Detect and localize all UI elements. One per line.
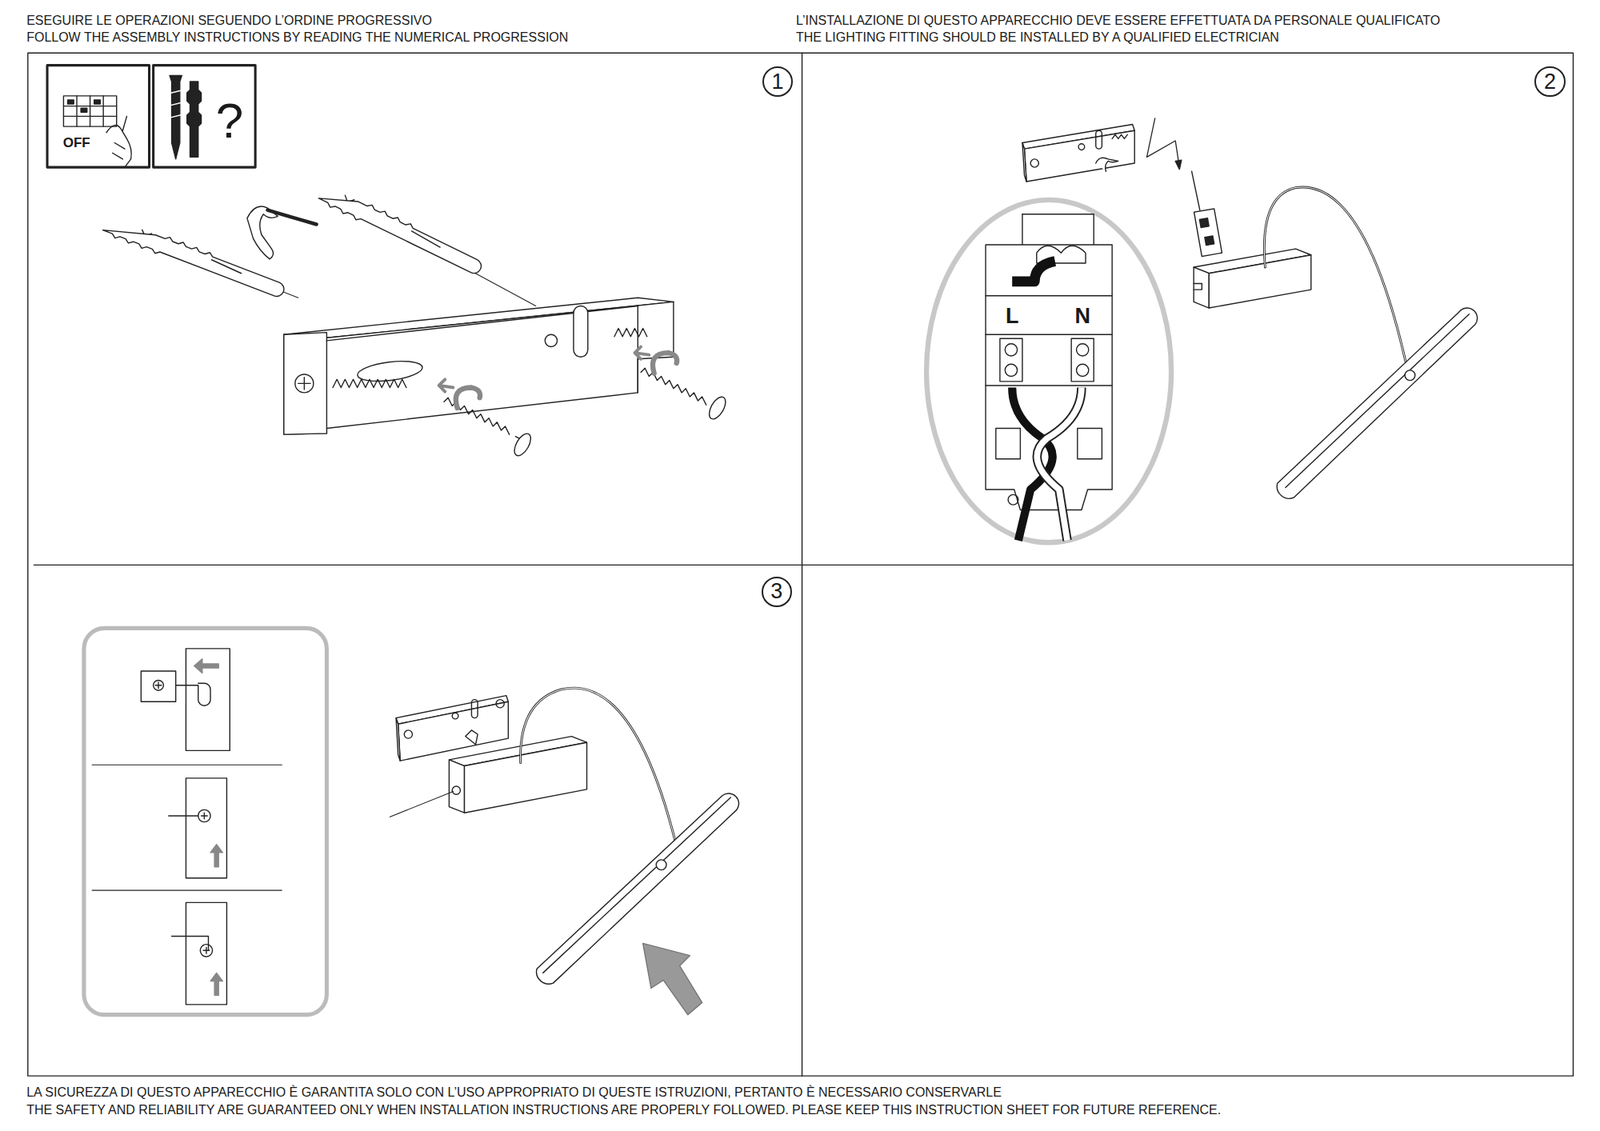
wall-bracket — [396, 696, 508, 762]
step-number: 1 — [771, 71, 784, 93]
step-number-circle: 1 — [762, 66, 793, 97]
wall-bracket — [284, 297, 674, 435]
step-number-circle: 3 — [761, 576, 792, 608]
keyhole-step — [172, 902, 228, 1005]
lamp-arm — [520, 688, 676, 843]
header-text: FOLLOW THE ASSEMBLY INSTRUCTIONS BY READ… — [26, 30, 568, 45]
header-text: THE LIGHTING FITTING SHOULD BE INSTALLED… — [796, 30, 1280, 45]
lamp-arm — [1264, 187, 1410, 382]
header-text: L’INSTALLAZIONE DI QUESTO APPARECCHIO DE… — [796, 13, 1440, 28]
terminal-block — [1192, 171, 1223, 256]
power-off-icon — [47, 65, 150, 168]
frame — [28, 52, 1574, 1076]
header-text: ESEGUIRE LE OPERAZIONI SEGUENDO L’ORDINE… — [26, 13, 432, 28]
footer-text: THE SAFETY AND RELIABILITY ARE GUARANTEE… — [26, 1103, 1221, 1118]
lamp-body — [1193, 248, 1312, 308]
wall-bracket — [1022, 124, 1135, 182]
detail-magnifier — [926, 200, 1172, 543]
symbol-label: N — [1075, 304, 1092, 329]
keyhole-step — [140, 648, 230, 752]
lamp-bar — [1276, 308, 1477, 499]
screw — [640, 368, 729, 422]
symbol-label: ? — [216, 92, 244, 149]
cable-clamp — [247, 206, 278, 260]
lamp-body — [448, 736, 587, 814]
step-number: 3 — [770, 580, 783, 603]
footer-text: LA SICUREZZA DI QUESTO APPARECCHIO È GAR… — [26, 1085, 1002, 1100]
hardware-icon — [153, 65, 256, 168]
symbol-label: OFF — [63, 135, 91, 152]
terminal-block-detail — [985, 214, 1112, 541]
lamp-bar — [536, 793, 740, 984]
wall-plug — [317, 182, 485, 279]
step-number: 2 — [1544, 71, 1556, 93]
push-arrow — [643, 943, 703, 1015]
keyhole-step — [168, 778, 228, 879]
inset-panel — [84, 628, 327, 1015]
symbol-label: L — [1005, 304, 1020, 329]
step-number-circle: 2 — [1534, 66, 1565, 97]
